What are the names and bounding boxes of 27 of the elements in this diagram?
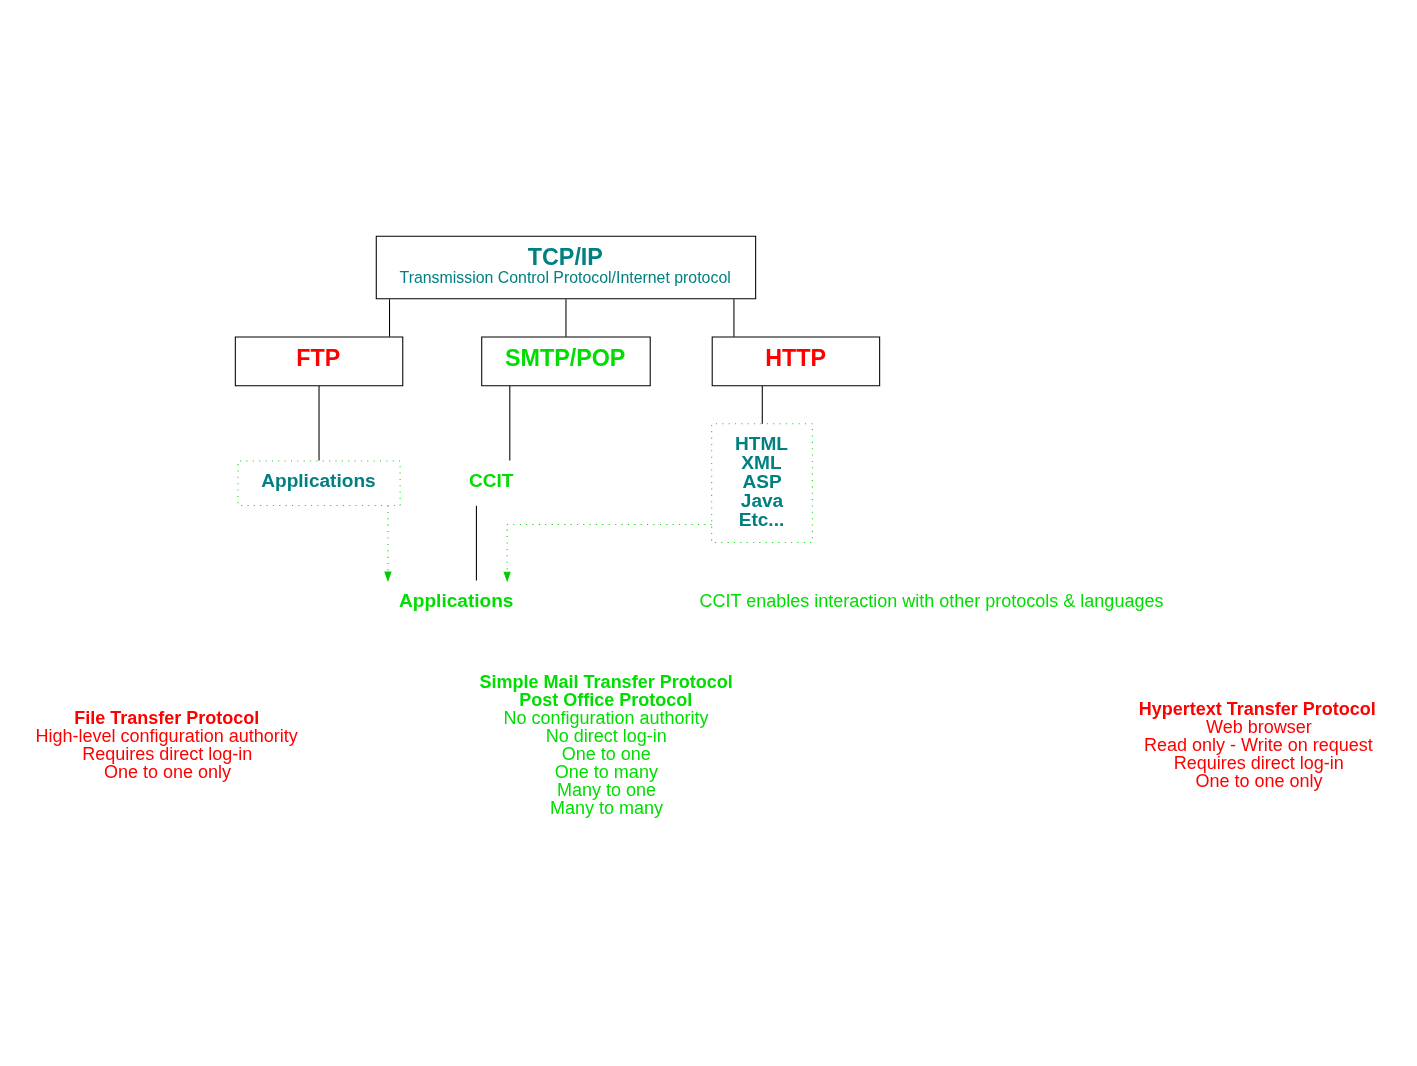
label: No configuration authority [503,707,709,728]
node-text: CCIT [469,469,514,491]
label: File Transfer Protocol [74,707,260,728]
label: High-level configuration authority [35,725,298,746]
connector [761,384,763,424]
label: One to many [554,761,658,782]
node-box: Applications [237,459,401,506]
connector [389,298,391,337]
connector [509,384,511,461]
node-box: HTTP [711,335,881,386]
node-box: FTP [234,335,404,386]
label: CCIT enables interaction with other protocols & languages [699,590,1164,611]
arrow [503,523,713,582]
label: Web browser [1206,716,1312,737]
connector [733,298,735,337]
label: Simple Mail Transfer Protocol [479,671,733,692]
connector [565,298,567,337]
label: Read only - Write on request [1144,734,1373,755]
connector [318,384,320,461]
arrow [384,504,392,582]
label: Post Office Protocol [519,689,693,710]
node-text: Applications [399,589,514,611]
node-box: SMTP/POP [481,335,651,386]
node-box: TCP/IP Transmission Control Protocol/Internet protocol [375,235,757,299]
label: Hypertext Transfer Protocol [1138,698,1376,719]
connector [475,504,477,581]
node-box: HTML XML ASP Java Etc... [711,422,813,543]
